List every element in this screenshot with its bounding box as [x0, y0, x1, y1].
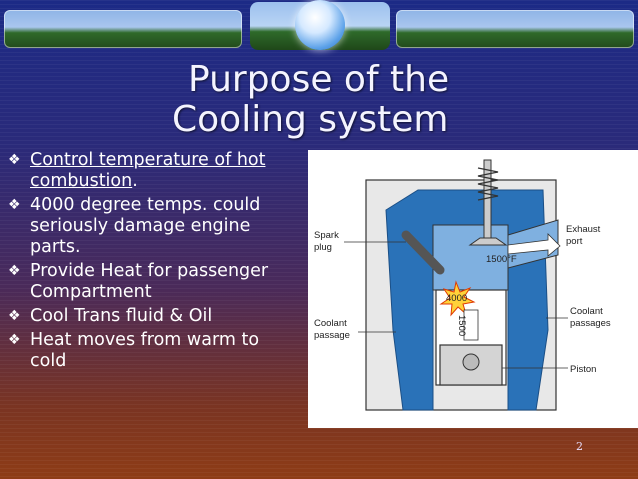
title-line-2: Cooling system	[172, 99, 449, 140]
label-coolant-passages-2: passages	[570, 318, 611, 329]
bullet-text: Provide Heat for passenger Compartment	[30, 261, 269, 302]
bullet-suffix: .	[132, 171, 138, 191]
valve-stem	[483, 159, 492, 246]
bullet-item: ❖ Heat moves from warm to cold	[8, 330, 298, 372]
diamond-bullet-icon: ❖	[8, 332, 21, 348]
valve-spring	[477, 167, 499, 201]
label-coolant-passage-2: passage	[314, 330, 350, 341]
label-coolant-passages-1: Coolant	[570, 306, 603, 317]
label-piston: Piston	[570, 364, 596, 375]
diamond-bullet-icon: ❖	[8, 308, 21, 324]
diamond-bullet-icon: ❖	[8, 152, 21, 168]
page-number: 2	[576, 440, 583, 453]
bullet-text: Heat moves from warm to cold	[30, 330, 260, 371]
globe-icon	[295, 0, 345, 50]
bullet-text: 4000 degree temps. could seriously damag…	[30, 195, 261, 257]
exhaust-arrow	[507, 233, 561, 257]
bullet-item: ❖ Provide Heat for passenger Compartment	[8, 261, 298, 303]
label-cylinder-temp: 1500	[456, 315, 467, 336]
label-port: port	[566, 236, 583, 247]
header-landscape-left	[4, 10, 242, 48]
bullet-text: Cool Trans fluid & Oil	[30, 306, 213, 326]
header-landscape-right	[396, 10, 634, 48]
label-spark: Spark	[314, 230, 339, 241]
label-exhaust: Exhaust	[566, 224, 601, 235]
bullet-item: ❖ 4000 degree temps. could seriously dam…	[8, 195, 298, 258]
spark-plug-shape	[401, 230, 445, 275]
bullet-item: ❖ Control temperature of hot combustion.	[8, 150, 298, 192]
label-plug: plug	[314, 242, 332, 253]
label-exhaust-temp: 1500°F	[486, 254, 517, 265]
bullet-link-text[interactable]: Control temperature of hot combustion	[30, 150, 266, 191]
combustion-flame	[439, 280, 476, 317]
valve-head	[468, 237, 508, 246]
diamond-bullet-icon: ❖	[8, 197, 21, 213]
diamond-bullet-icon: ❖	[8, 263, 21, 279]
title-line-1: Purpose of the	[188, 59, 450, 100]
piston-pin	[462, 353, 480, 371]
bullet-list: ❖ Control temperature of hot combustion.…	[8, 150, 298, 375]
slide-title: Purpose of the Cooling system	[172, 60, 472, 140]
engine-cooling-diagram: Spark plug Exhaust port 1500°F 4000 1500…	[308, 150, 638, 428]
bullet-item: ❖ Cool Trans fluid & Oil	[8, 306, 298, 327]
label-combustion-temp: 4000	[446, 293, 467, 304]
label-coolant-passage-1: Coolant	[314, 318, 347, 329]
engine-cross-section-figure: Spark plug Exhaust port 1500°F 4000 1500…	[314, 159, 611, 411]
temp-arrow-down	[463, 309, 479, 341]
header-logo	[250, 0, 390, 50]
